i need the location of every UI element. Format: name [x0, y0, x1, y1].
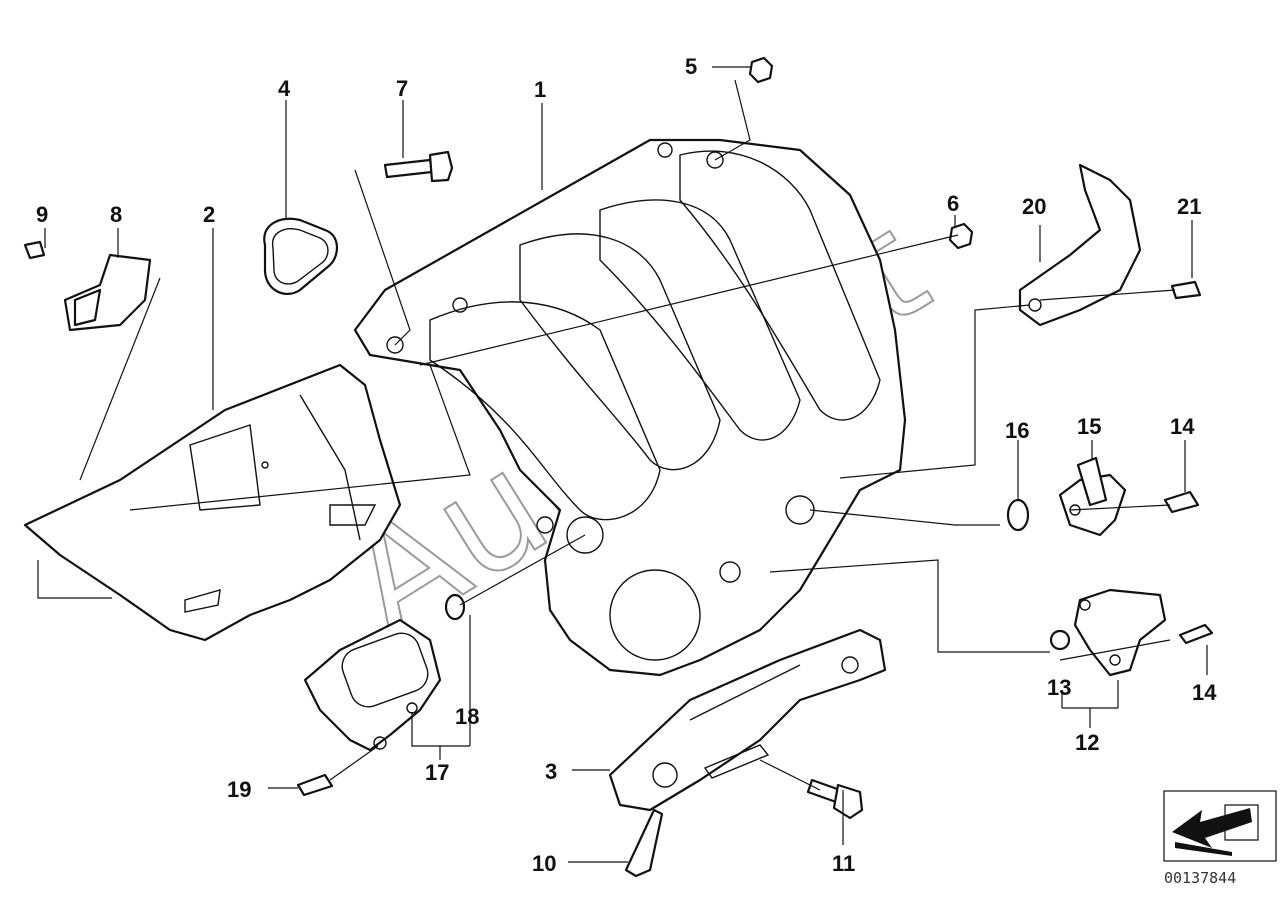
- o-ring-16: [1006, 498, 1030, 532]
- bolt-11: [806, 778, 864, 820]
- callout-17: 17: [425, 760, 449, 785]
- document-number: 00137844: [1164, 869, 1236, 887]
- callout-5: 5: [685, 54, 697, 79]
- callout-10: 10: [532, 851, 556, 876]
- navigation-arrow-box[interactable]: [1163, 790, 1277, 862]
- bolt-7: [383, 150, 454, 183]
- callout-1: 1: [534, 77, 546, 102]
- callout-18: 18: [455, 704, 479, 729]
- callout-3: 3: [545, 759, 557, 784]
- callouts: 1 2 3 4 5 6 7 8 9 10 11 12 13 14 14 15 1…: [36, 54, 1217, 876]
- nut: [748, 56, 774, 84]
- callout-6: 6: [947, 191, 959, 216]
- bracket: [608, 628, 887, 812]
- callout-21: 21: [1177, 194, 1201, 219]
- callout-19: 19: [227, 777, 251, 802]
- nut-small: [948, 222, 974, 250]
- screw-14-lower: [1178, 623, 1214, 645]
- callout-4: 4: [278, 76, 291, 101]
- clip: [63, 253, 152, 332]
- sensor-assembly: [1073, 588, 1167, 677]
- leader-lines: [37, 66, 1208, 863]
- coolant-fitting: [1058, 456, 1127, 537]
- callout-14-upper: 14: [1170, 414, 1195, 439]
- callout-20: 20: [1022, 194, 1046, 219]
- screw-21: [1170, 280, 1202, 300]
- callout-13: 13: [1047, 675, 1071, 700]
- screw-9: [23, 240, 46, 260]
- callout-9: 9: [36, 202, 48, 227]
- callout-2: 2: [203, 202, 215, 227]
- o-ring-18: [444, 593, 466, 621]
- holder-bracket: [1018, 163, 1142, 327]
- callout-15: 15: [1077, 414, 1101, 439]
- screw-19: [296, 773, 334, 797]
- screw-14-upper: [1163, 490, 1200, 514]
- callout-7: 7: [396, 76, 408, 101]
- cover-panel: [23, 363, 402, 642]
- bolt-10: [624, 808, 664, 878]
- arrow-icon: [1172, 804, 1259, 856]
- callout-16: 16: [1005, 418, 1029, 443]
- o-ring-13: [1049, 629, 1071, 651]
- actuator: [303, 618, 442, 752]
- callout-12: 12: [1075, 730, 1099, 755]
- callout-14-lower: 14: [1192, 680, 1217, 705]
- callout-8: 8: [110, 202, 122, 227]
- callout-11: 11: [832, 851, 855, 876]
